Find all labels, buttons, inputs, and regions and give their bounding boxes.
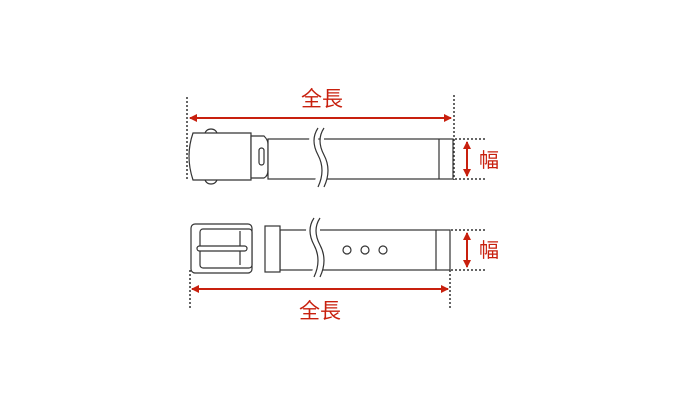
bottom-width-label: 幅 bbox=[479, 238, 499, 262]
belt-keeper bbox=[264, 225, 281, 273]
belt-hole bbox=[360, 245, 370, 255]
break-line-right bbox=[319, 127, 329, 188]
belt-hole bbox=[342, 245, 352, 255]
buckle-prong bbox=[196, 245, 248, 252]
top-width-label: 幅 bbox=[479, 148, 499, 172]
bottom-length-label: 全長 bbox=[299, 299, 341, 323]
top-length-label: 全長 bbox=[301, 87, 343, 111]
break-line-left bbox=[313, 127, 323, 188]
break-line-right bbox=[315, 217, 325, 278]
bottom-belt-pin-buckle bbox=[190, 217, 451, 278]
clasp-slot bbox=[258, 147, 265, 166]
break-line-left bbox=[309, 217, 319, 278]
belt-strap bbox=[267, 138, 454, 180]
plate-buckle bbox=[188, 132, 252, 181]
top-belt-plate-buckle bbox=[188, 127, 454, 188]
belt-hole bbox=[378, 245, 388, 255]
